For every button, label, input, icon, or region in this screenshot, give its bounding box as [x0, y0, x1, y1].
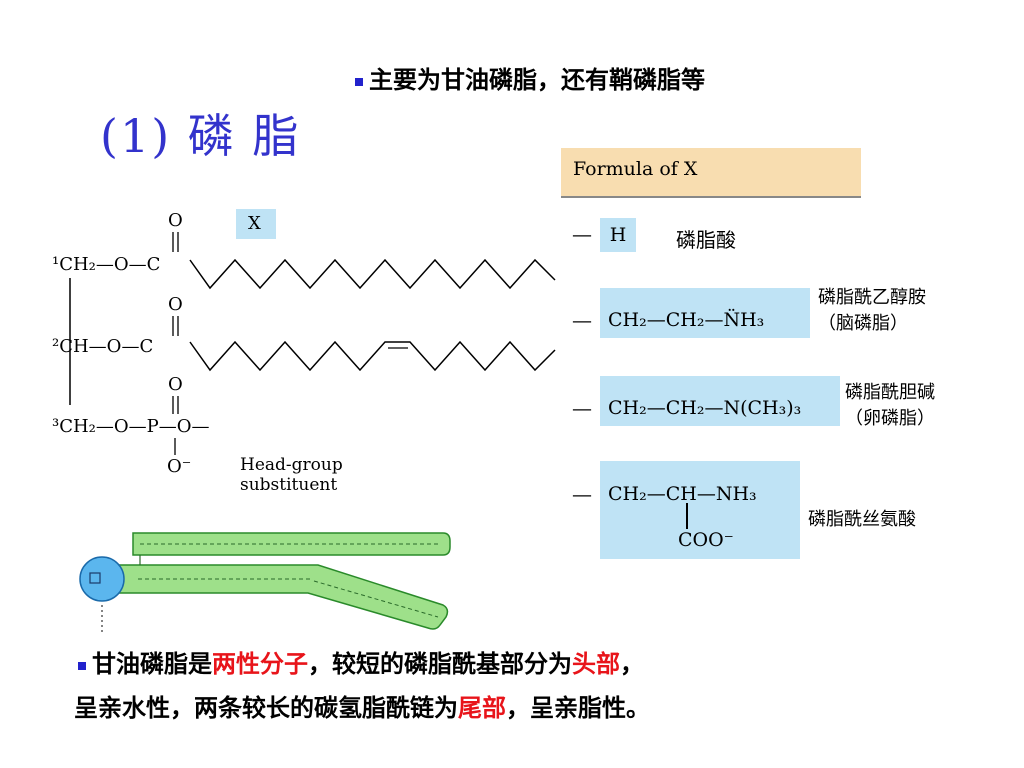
label-phosphatidylcholine: 磷脂酰胆碱 （卵磷脂） [845, 382, 935, 429]
oxygen-3: O [168, 374, 183, 395]
carbon-2-label: ²CH—O—C [52, 336, 153, 357]
top-note: 主要为甘油磷脂，还有鞘磷脂等 [355, 60, 705, 95]
formula-h-box: H [600, 218, 636, 252]
carbon-1-label: ¹CH₂—O—C [52, 254, 160, 275]
label-phosphatidylethanolamine: 磷脂酰乙醇胺 （脑磷脂） [818, 287, 926, 334]
formula-header: Formula of X [561, 148, 861, 198]
slide-title: (1) 磷 脂 [100, 109, 301, 163]
carbon-3-label: ³CH₂—O—P—O— [52, 416, 210, 437]
formula-serine-box: CH₂—CH—NH₃ COO⁻ [600, 461, 800, 559]
label-phosphatidylserine: 磷脂酰丝氨酸 [808, 509, 916, 530]
x-label: X [248, 213, 261, 234]
label-phosphatidic-acid: 磷脂酸 [676, 228, 736, 252]
phospholipid-model [79, 532, 451, 633]
formula-choline-box: CH₂—CH₂—N(CH₃)₃ [600, 376, 840, 426]
dash-1: — [572, 222, 592, 246]
x-highlight-box [236, 209, 276, 239]
dash-4: — [572, 482, 592, 506]
tail-lower [117, 564, 449, 630]
oxygen-1: O [168, 210, 183, 231]
fatty-acid-chain-1 [189, 258, 556, 290]
head-group-circle [79, 556, 125, 602]
oxygen-2: O [168, 294, 183, 315]
bullet-icon [78, 661, 86, 670]
dash-2: — [572, 308, 592, 332]
dash-3: — [572, 396, 592, 420]
serine-bond [686, 503, 688, 529]
bottom-line-1: 甘油磷脂是两性分子，较短的磷脂酰基部分为头部， [78, 642, 978, 686]
headgroup-caption: Head-group substituent [240, 455, 343, 495]
tail-upper [132, 532, 451, 556]
bullet-icon [355, 77, 363, 86]
formula-ethanolamine-box: CH₂—CH₂—N̈H₃ [600, 288, 810, 338]
fatty-acid-chain-2 [189, 340, 556, 372]
bottom-line-2: 呈亲水性，两条较长的碳氢脂酰链为尾部，呈亲脂性。 [74, 693, 650, 722]
glycerophospholipid-structure: O O O ¹CH₂—O—C ²CH—O—C ³CH₂—O—P—O— O⁻ [52, 210, 556, 477]
bottom-explanation: 甘油磷脂是两性分子，较短的磷脂酰基部分为头部， 呈亲水性，两条较长的碳氢脂酰链为… [74, 642, 978, 730]
o-minus-label: O⁻ [167, 456, 191, 477]
